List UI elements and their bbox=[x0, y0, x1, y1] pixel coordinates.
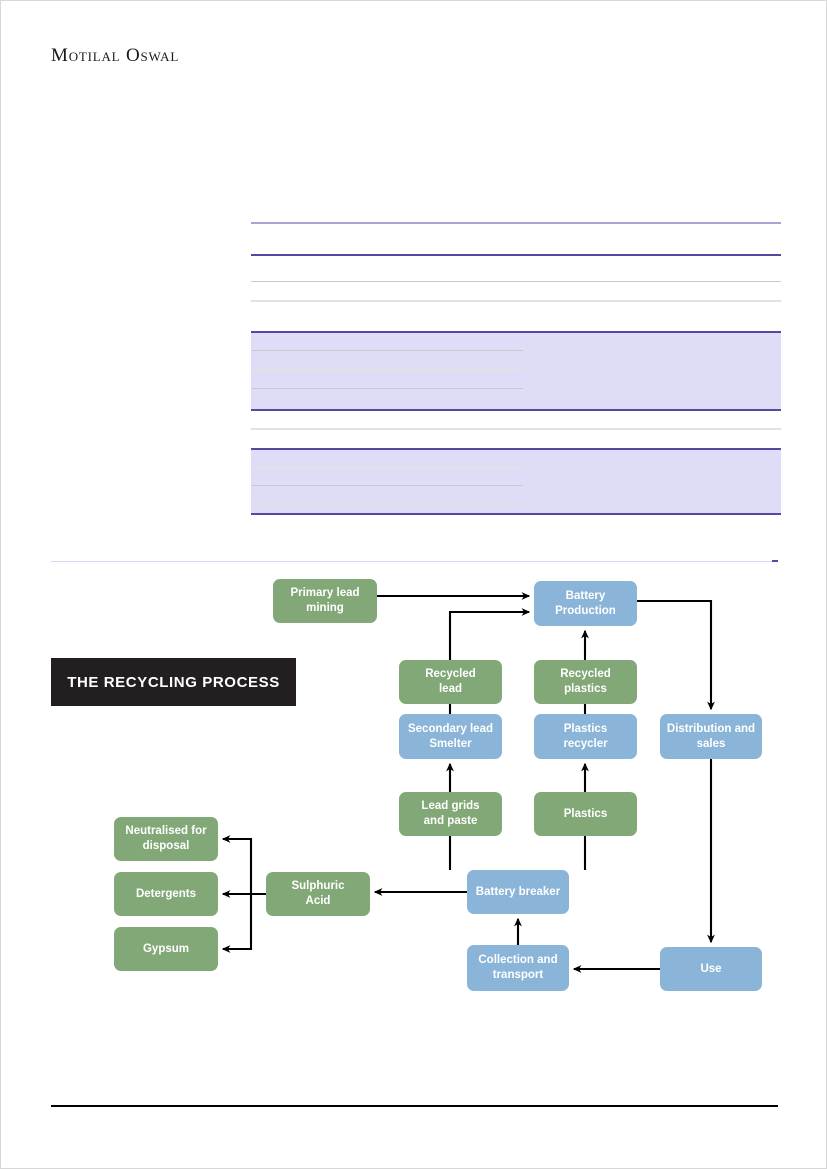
flow-node-distribution-and-sales[interactable]: Distribution and sales bbox=[660, 714, 762, 759]
flow-node-neutralised-for-disposal[interactable]: Neutralised for disposal bbox=[114, 817, 218, 861]
flow-node-sulphuric-acid[interactable]: Sulphuric Acid bbox=[266, 872, 370, 916]
empty-table-skeleton bbox=[251, 219, 781, 515]
flow-node-recycled-lead[interactable]: Recycled lead bbox=[399, 660, 502, 704]
table-rule bbox=[251, 428, 781, 430]
flow-node-use[interactable]: Use bbox=[660, 947, 762, 991]
section-divider-top bbox=[51, 561, 778, 562]
table-rule bbox=[251, 369, 523, 371]
flow-node-battery-breaker[interactable]: Battery breaker bbox=[467, 870, 569, 914]
table-rule bbox=[251, 503, 523, 505]
company-logo-wordmark: Motilal Oswal bbox=[51, 45, 180, 66]
table-rule bbox=[251, 513, 781, 515]
table-rule bbox=[251, 281, 781, 282]
table-rule bbox=[251, 467, 523, 469]
flow-node-lead-grids-and-paste[interactable]: Lead grids and paste bbox=[399, 792, 502, 836]
table-rule bbox=[251, 300, 781, 302]
flow-node-secondary-lead-smelter[interactable]: Secondary lead Smelter bbox=[399, 714, 502, 759]
edge-battery-production-to-distribution bbox=[637, 599, 715, 711]
flow-node-gypsum[interactable]: Gypsum bbox=[114, 927, 218, 971]
flow-node-primary-lead-mining[interactable]: Primary lead mining bbox=[273, 579, 377, 623]
flow-node-detergents[interactable]: Detergents bbox=[114, 872, 218, 916]
table-rule bbox=[251, 254, 781, 256]
recycling-process-banner: THE RECYCLING PROCESS bbox=[51, 658, 296, 706]
banner-title: THE RECYCLING PROCESS bbox=[67, 673, 280, 691]
table-rule bbox=[251, 350, 523, 351]
table-rule bbox=[251, 331, 781, 333]
flow-node-recycled-plastics[interactable]: Recycled plastics bbox=[534, 660, 637, 704]
flow-node-collection-and-transport[interactable]: Collection and transport bbox=[467, 945, 569, 991]
table-rule bbox=[251, 448, 781, 450]
edge-recycled-lead-to-battery-production bbox=[448, 608, 531, 660]
edge-sulphuric-acid-to-neutralised bbox=[221, 835, 266, 896]
table-rule bbox=[251, 222, 781, 224]
flow-node-battery-production[interactable]: Battery Production bbox=[534, 581, 637, 626]
table-rule bbox=[251, 388, 523, 389]
edge-sulphuric-acid-to-gypsum bbox=[221, 894, 253, 953]
table-highlight-band bbox=[251, 332, 781, 410]
page-footer-rule bbox=[51, 1105, 778, 1107]
section-divider-tick bbox=[772, 560, 778, 562]
table-rule bbox=[251, 485, 523, 486]
flow-node-plastics-recycler[interactable]: Plastics recycler bbox=[534, 714, 637, 759]
flow-node-plastics[interactable]: Plastics bbox=[534, 792, 637, 836]
table-rule bbox=[251, 409, 781, 411]
